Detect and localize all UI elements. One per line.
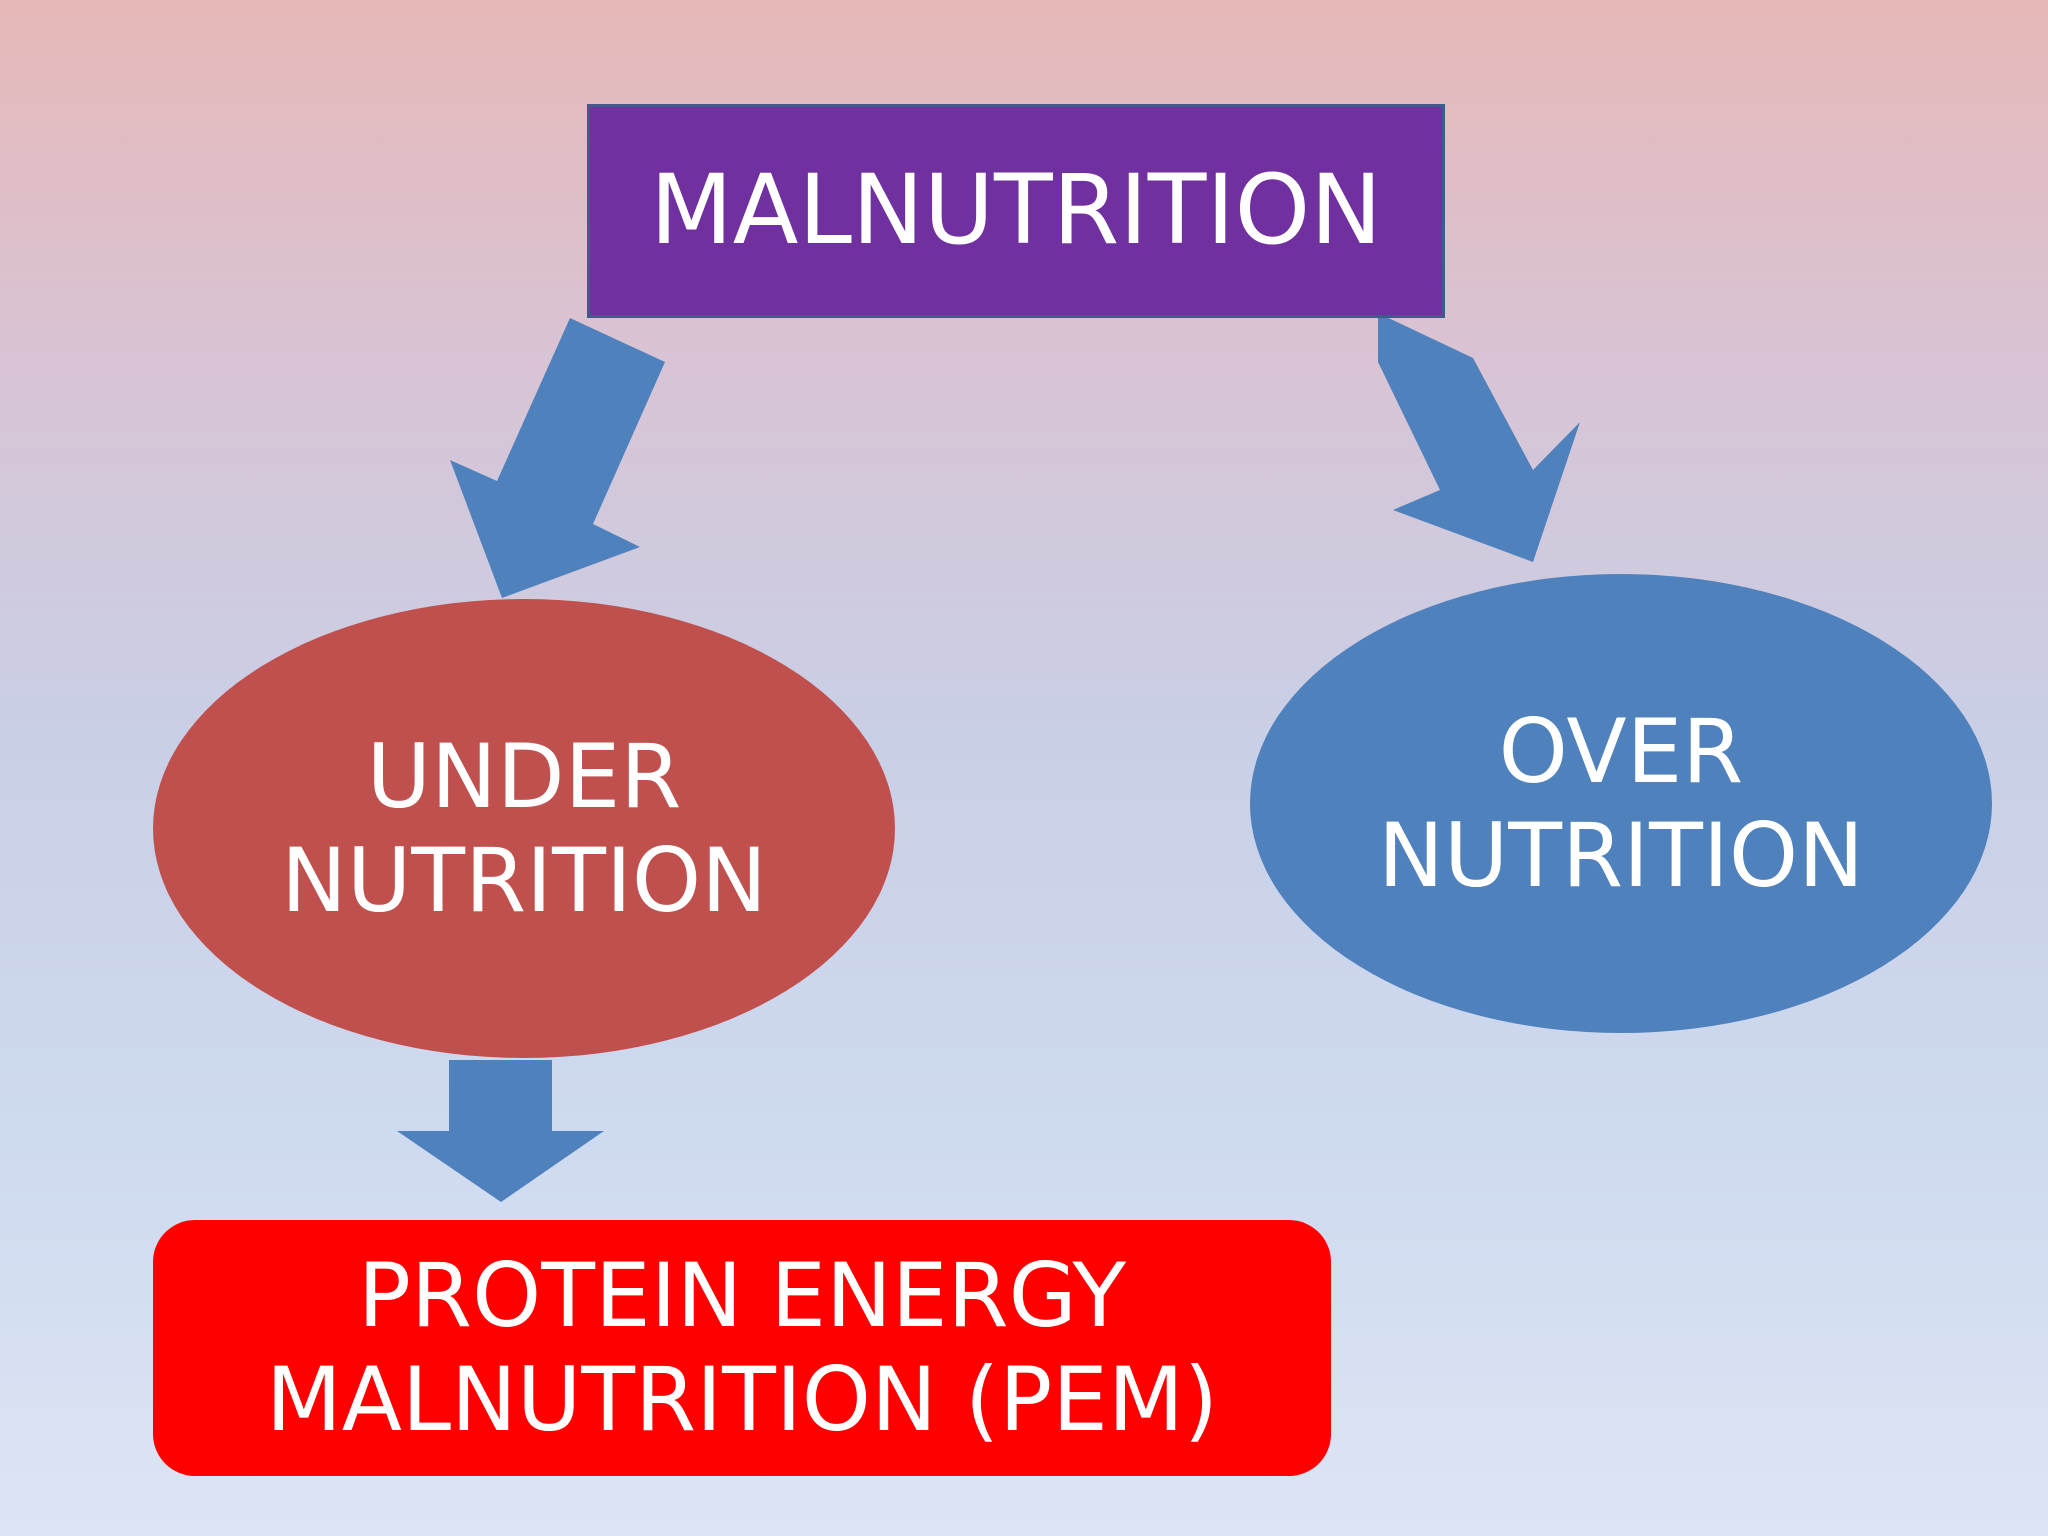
arrow-to-under-nutrition	[450, 318, 665, 598]
under-nutrition-label-line2: NUTRITION	[281, 828, 767, 932]
over-nutrition-ellipse: OVER NUTRITION	[1250, 574, 1992, 1033]
pem-label-line1: PROTEIN ENERGY	[357, 1244, 1127, 1348]
pem-label-line2: MALNUTRITION (PEM)	[265, 1348, 1219, 1451]
arrow-to-pem	[397, 1060, 604, 1202]
malnutrition-label: MALNUTRITION	[649, 154, 1383, 267]
malnutrition-box: MALNUTRITION	[587, 104, 1445, 318]
under-nutrition-ellipse: UNDER NUTRITION	[153, 599, 895, 1058]
over-nutrition-label-line2: NUTRITION	[1378, 803, 1864, 907]
arrow-to-over-nutrition	[1378, 313, 1580, 562]
over-nutrition-label-line1: OVER	[1498, 699, 1744, 803]
pem-box: PROTEIN ENERGY MALNUTRITION (PEM)	[153, 1220, 1331, 1476]
under-nutrition-label-line1: UNDER	[366, 724, 682, 828]
